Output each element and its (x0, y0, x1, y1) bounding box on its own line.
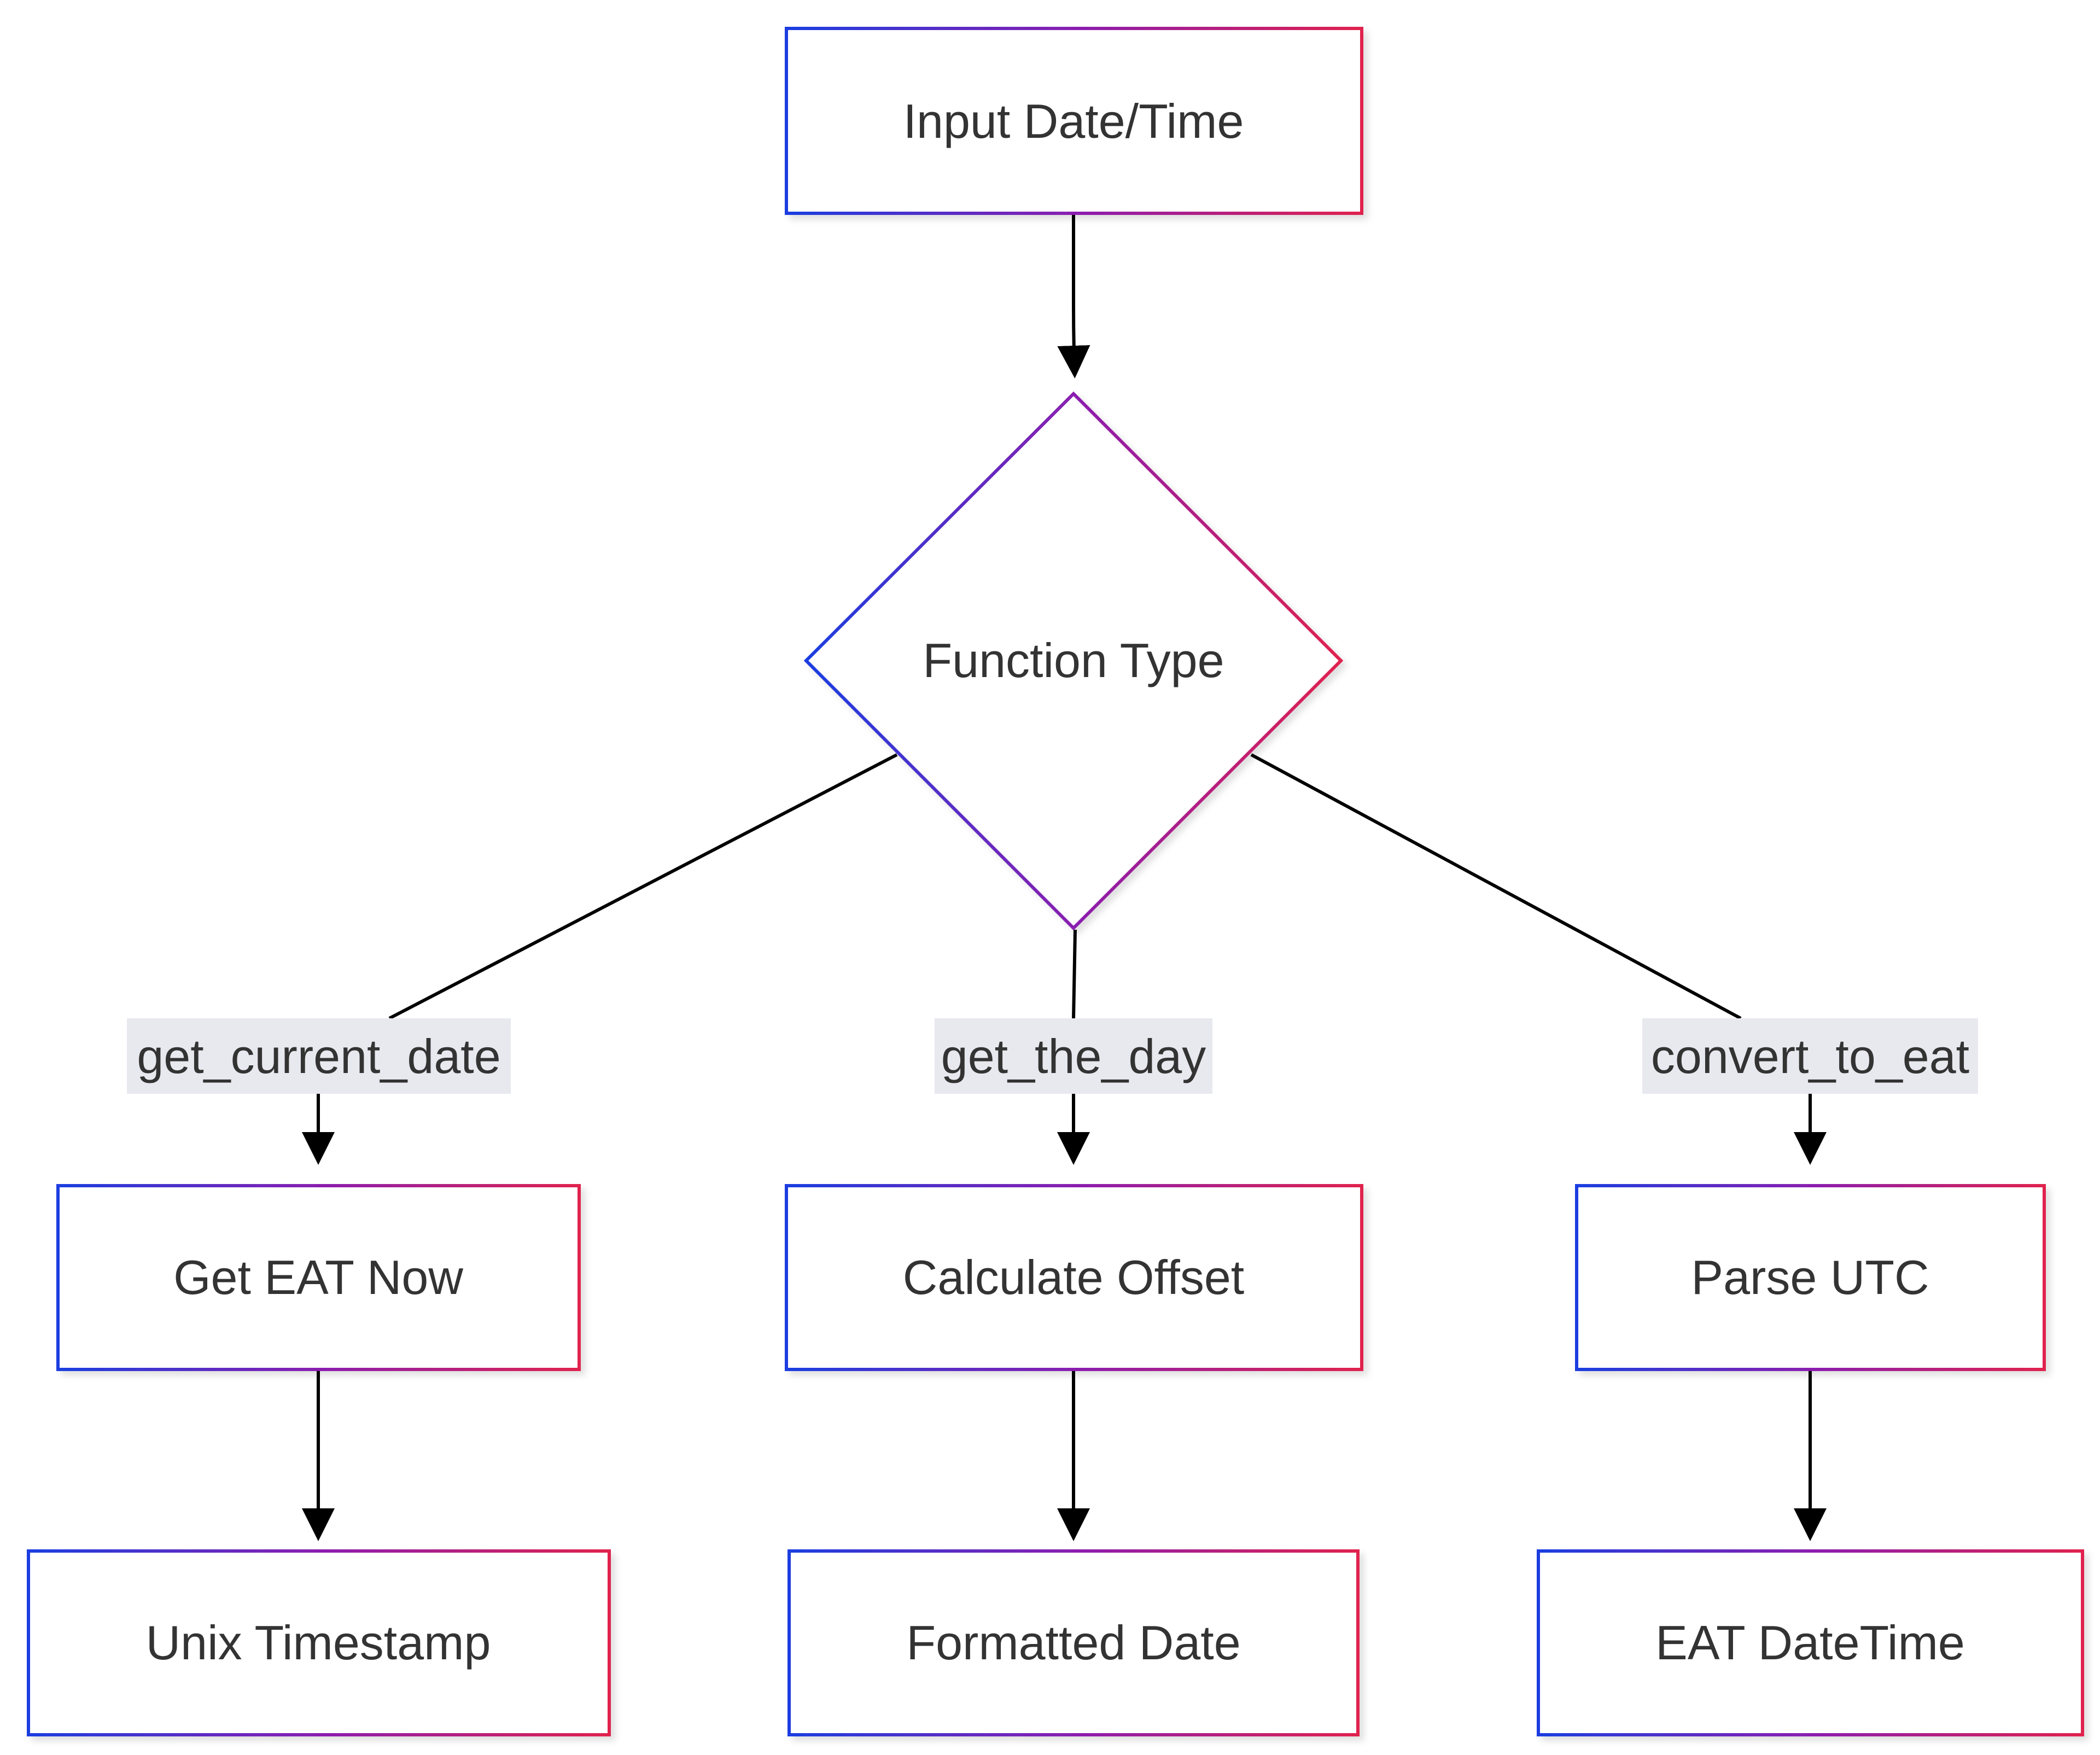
edge-label-get-current-date: get_current_date (137, 1029, 500, 1083)
edges (302, 214, 1827, 1541)
node-input: Input Date/Time (785, 27, 1363, 215)
node-parse-utc-box (1575, 1184, 2046, 1371)
node-input-label: Input Date/Time (903, 94, 1244, 148)
node-parse-utc-label: Parse UTC (1691, 1250, 1929, 1304)
edge-label-left: get_current_date (127, 1018, 511, 1094)
edge-decision-to-get-eat-now (388, 753, 898, 1020)
decision-diamond (803, 391, 1344, 931)
node-eat-datetime-box (1537, 1549, 2084, 1736)
node-get-eat-now-box (56, 1184, 581, 1371)
edge-decision-to-calc-offset (1072, 929, 1077, 1019)
edge-decision-to-parse-utc (1250, 753, 1742, 1020)
node-calc-offset: Calculate Offset (785, 1184, 1363, 1371)
node-calc-offset-box (785, 1184, 1363, 1371)
node-decision-label: Function Type (923, 633, 1224, 687)
edge-label-get-the-day: get_the_day (941, 1029, 1206, 1083)
edge-label-background (935, 1018, 1212, 1094)
node-eat-datetime: EAT DateTime (1537, 1549, 2084, 1736)
node-formatted-date-box (788, 1549, 1360, 1736)
node-formatted-date: Formatted Date (788, 1549, 1360, 1736)
node-unix-ts-box (27, 1549, 611, 1736)
node-input-box (785, 27, 1363, 215)
node-unix-ts-label: Unix Timestamp (146, 1616, 491, 1670)
edge-label-background (1642, 1018, 1978, 1094)
node-decision: Function Type (803, 391, 1344, 931)
node-formatted-date-label: Formatted Date (906, 1616, 1240, 1670)
node-unix-ts: Unix Timestamp (27, 1549, 611, 1736)
edge-input-to-decision (1057, 214, 1090, 378)
edge-label-middle: get_the_day (935, 1018, 1212, 1094)
edge-label-background (127, 1018, 511, 1094)
edge-label-right: convert_to_eat (1642, 1018, 1978, 1094)
edge-label-convert-to-eat: convert_to_eat (1651, 1029, 1969, 1083)
node-eat-datetime-label: EAT DateTime (1655, 1616, 1965, 1670)
node-calc-offset-label: Calculate Offset (903, 1250, 1244, 1304)
node-parse-utc: Parse UTC (1575, 1184, 2046, 1371)
node-get-eat-now-label: Get EAT Now (173, 1250, 463, 1304)
node-get-eat-now: Get EAT Now (56, 1184, 581, 1371)
